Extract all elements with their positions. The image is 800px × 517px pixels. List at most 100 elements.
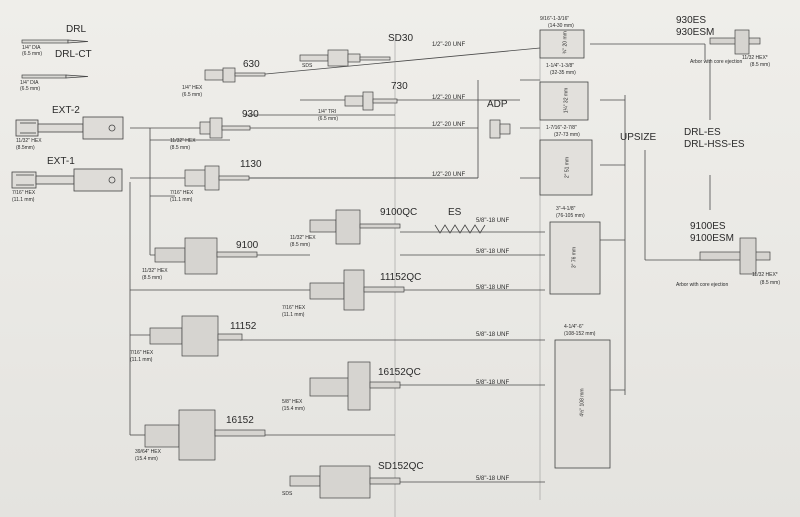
11152qc-mm: (11.1 mm) (282, 312, 305, 318)
adp-adapter-icon (489, 119, 511, 139)
es-spring-icon (434, 224, 486, 234)
thread-8: 5/8"-18 UNF (476, 332, 510, 338)
thread-4: 1/2"-20 UNF (432, 172, 466, 178)
saw1-range: 9/16"-1-3/16" (540, 16, 570, 22)
saw4-mm: (76-105 mm) (556, 213, 585, 219)
hex-top-mm: (8.5 mm) (750, 62, 770, 68)
label-9100qc: 9100QC (380, 207, 418, 218)
thread-5: 5/8"-18 UNF (476, 218, 510, 224)
label-11152qc: 11152QC (380, 272, 422, 283)
ext1-mm: (11.1 mm) (12, 197, 35, 203)
saw1-mm: (14-30 mm) (548, 23, 574, 29)
930-mm: (8.5 mm) (170, 145, 190, 151)
label-drl: DRL (66, 24, 87, 35)
label-drl-ct: DRL-CT (55, 49, 92, 60)
11152-hex: 7/16" HEX (130, 350, 154, 356)
arbor-730-icon (344, 91, 398, 111)
thread-7: 5/8"-18 UNF (476, 285, 510, 291)
hex-bottom: 11/32 HEX* (752, 272, 778, 278)
holesaw-3-icon (539, 139, 593, 196)
arbor-text-top: Arbor with core ejection (690, 59, 743, 65)
arbor-9100es-icon (699, 237, 771, 275)
16152-mm: (15.4 mm) (135, 456, 158, 462)
saw2-range: 1-1/4"-1-3/8" (546, 63, 575, 69)
730-mm: (6.5 mm) (318, 116, 338, 122)
16152qc-mm: (15.4 mm) (282, 406, 305, 412)
holesaw-4-icon (549, 221, 601, 295)
arbor-9100-icon (154, 237, 258, 275)
thread-10: 5/8"-18 UNF (476, 476, 510, 482)
label-9100esm: 9100ESM (690, 233, 734, 244)
label-11152: 11152 (230, 321, 257, 332)
drlct-mm: (6.5 mm) (20, 86, 40, 92)
sds-bottom: SDS (282, 491, 293, 497)
label-drl-es: DRL-ES (684, 127, 721, 138)
1130-hex: 7/16" HEX (170, 190, 194, 196)
arbor-9100qc-icon (309, 209, 401, 245)
saw4-range: 3"-4-1/8" (556, 206, 576, 212)
drl-dia: 1/4" DIA (22, 45, 41, 51)
ext2-mm: (8.5mm) (16, 145, 35, 151)
drl-drill-icon (21, 39, 89, 79)
label-630: 630 (243, 59, 260, 70)
label-16152: 16152 (226, 415, 254, 426)
hex-bottom-mm: (8.5 mm) (760, 280, 780, 286)
630-hex: 1/4" HEX (182, 85, 203, 91)
saw5-range: 4-1/4"-6" (564, 324, 584, 330)
ext1-hex: 7/16" HEX (12, 190, 36, 196)
label-9100es: 9100ES (690, 221, 726, 232)
ext1-extension-icon (11, 168, 123, 192)
arbor-11152qc-icon (309, 269, 405, 311)
label-sd152qc: SD152QC (378, 461, 424, 472)
9100-hex: 11/32" HEX (142, 268, 168, 274)
label-drl-hss-es: DRL-HSS-ES (684, 139, 745, 150)
thread-9: 5/8"-18 UNF (476, 380, 510, 386)
drlct-dia: 1/4" DIA (20, 80, 39, 86)
holesaw-2-icon (539, 81, 589, 121)
arbor-text-bottom: Arbor with core ejection (676, 282, 729, 288)
arbor-11152-icon (149, 315, 243, 357)
arbor-16152-icon (144, 409, 266, 461)
9100qc-hex: 11/32" HEX (290, 235, 316, 241)
thread-1: 1/2"-20 UNF (432, 42, 466, 48)
holesaw-1-icon (539, 29, 585, 59)
thread-3: 1/2"-20 UNF (432, 122, 466, 128)
arbor-630-icon (204, 67, 266, 83)
thread-2: 1/2"-20 UNF (432, 95, 466, 101)
930-hex: 11/32" HEX (170, 138, 196, 144)
label-adp: ADP (487, 99, 508, 110)
sd30-arbor-icon (299, 49, 391, 67)
9100-mm: (8.5 mm) (142, 275, 162, 281)
holesaw-5-icon (554, 339, 611, 469)
saw2-vertical: 1¼" 32 mm (563, 87, 570, 114)
saw4-vertical: 3" 76 mm (571, 246, 578, 269)
drl-mm: (6.5 mm) (22, 51, 42, 57)
11152qc-hex: 7/16" HEX (282, 305, 306, 311)
630-mm: (6.5 mm) (182, 92, 202, 98)
saw3-vertical: 2" 51 mm (564, 156, 571, 179)
label-730: 730 (391, 81, 408, 92)
saw3-mm: (37-73 mm) (554, 132, 580, 138)
730-tri: 1/4" TRI (318, 109, 337, 115)
arbor-16152qc-icon (309, 361, 401, 411)
arbor-930-icon (199, 117, 251, 139)
11152-mm: (11.1 mm) (130, 357, 153, 363)
label-ext2: EXT-2 (52, 105, 80, 116)
arbor-930es-icon (709, 29, 761, 55)
16152-hex: 39/64" HEX (135, 449, 161, 455)
label-16152qc: 16152QC (378, 367, 421, 378)
label-es: ES (448, 207, 462, 218)
saw1-vertical: ¾" 20 mm (562, 31, 569, 54)
label-9100: 9100 (236, 240, 259, 251)
arbor-sd152qc-icon (289, 465, 401, 499)
hex-top: 11/32 HEX* (742, 55, 768, 61)
label-ext1: EXT-1 (47, 156, 75, 167)
16152qc-hex: 5/8" HEX (282, 399, 303, 405)
label-sd30: SD30 (388, 33, 414, 44)
ext2-hex: 11/32" HEX (16, 138, 42, 144)
saw5-vertical: 4½" 108 mm (579, 388, 586, 417)
label-930esm: 930ESM (676, 27, 715, 38)
label-1130: 1130 (240, 159, 262, 170)
